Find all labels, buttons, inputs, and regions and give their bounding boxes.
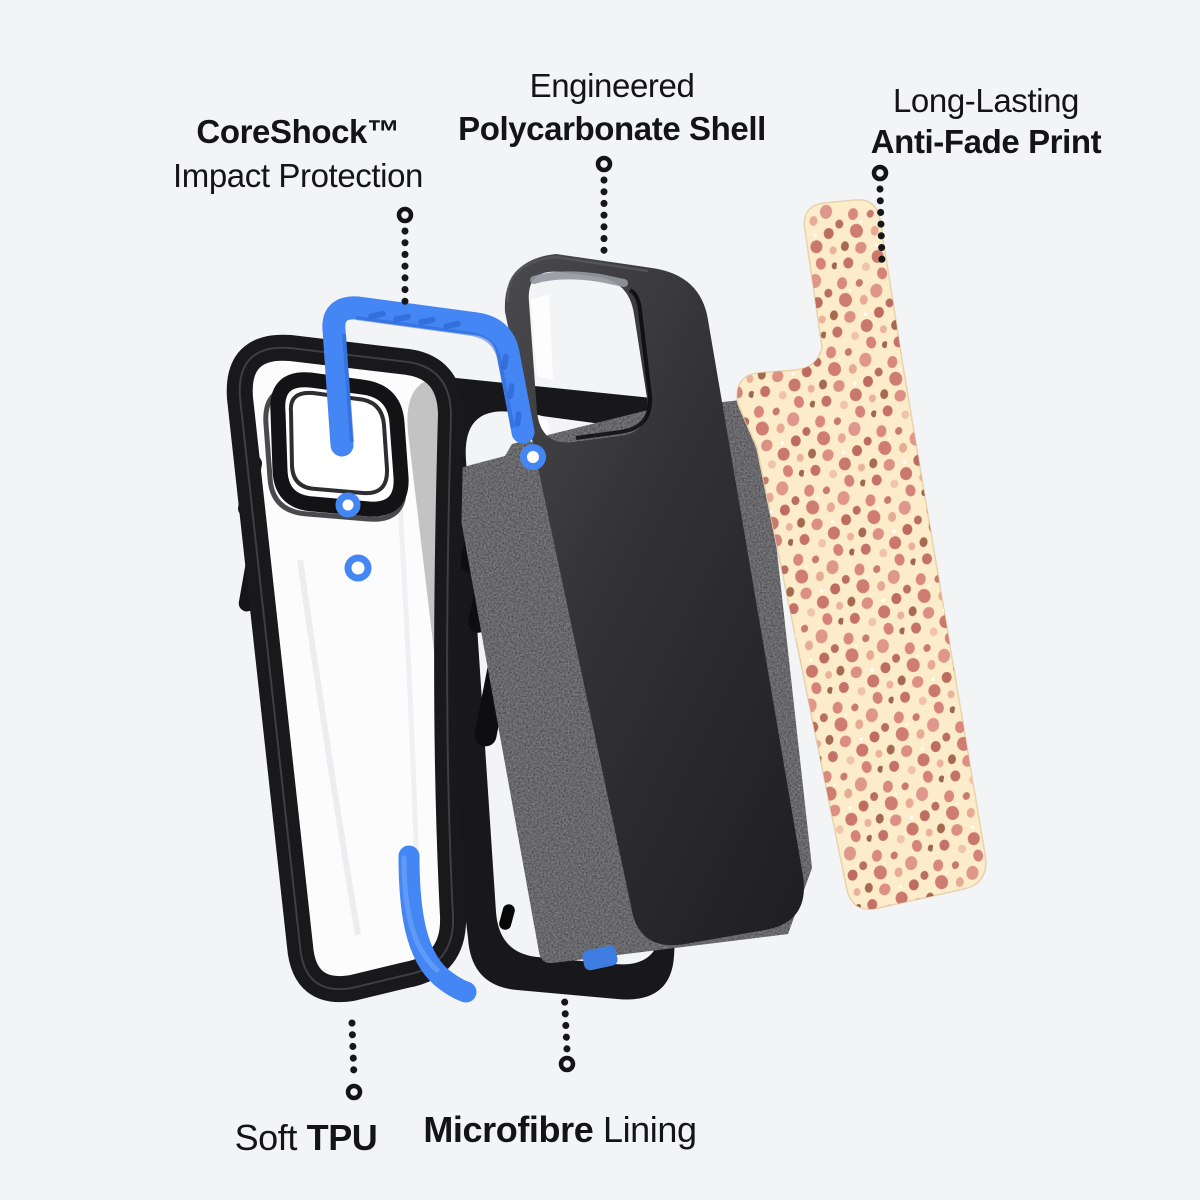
rail-top-band xyxy=(322,296,535,457)
bumper-lip xyxy=(238,346,455,991)
leader-ring xyxy=(396,206,414,224)
back-reflection xyxy=(297,559,361,936)
camera-ring-crease xyxy=(575,288,653,440)
inner-frame-body xyxy=(407,377,704,1000)
callout-tpu-label: Soft TPU xyxy=(235,1117,378,1158)
frame-bottom-cutouts xyxy=(499,864,517,930)
coreshock-rail xyxy=(322,296,546,1003)
rail-edge-shade xyxy=(342,333,354,443)
callout-antifade-line2: Anti-Fade Print xyxy=(871,123,1102,160)
rail-grip-ridges xyxy=(368,310,522,427)
printed-insert-layer xyxy=(736,199,987,910)
insert-dot-print xyxy=(737,199,986,910)
callout-antifade: Long-Lasting Anti-Fade Print xyxy=(871,82,1102,266)
leader-line xyxy=(876,185,886,266)
rail-edge-shade xyxy=(355,316,515,429)
callout-polycarbonate-line2: Polycarbonate Shell xyxy=(458,110,766,147)
leader-ring xyxy=(345,1083,363,1101)
rail-eyelet xyxy=(335,492,361,518)
callout-tpu: Soft TPU xyxy=(235,1019,378,1158)
leader-line xyxy=(348,1019,358,1082)
camera-cutout-inner-ring xyxy=(288,390,390,496)
camera-hole-gap xyxy=(531,294,553,380)
rail-bottom-highlight xyxy=(401,855,440,973)
leader-ring xyxy=(871,164,889,182)
leader-ring xyxy=(558,1055,576,1073)
shell-body xyxy=(504,254,804,946)
callout-coreshock-line2: Impact Protection xyxy=(173,157,423,194)
microfibre-blue-tab xyxy=(582,945,618,971)
callout-microfibre-label: Microfibre Lining xyxy=(423,1109,696,1150)
camera-ring-bevel xyxy=(530,271,628,287)
callout-antifade-line1: Long-Lasting xyxy=(893,82,1079,119)
callout-coreshock-line1: CoreShock™ xyxy=(196,113,399,150)
rail-eyelet xyxy=(344,554,372,582)
callout-coreshock: CoreShock™ Impact Protection xyxy=(173,113,423,310)
callout-microfibre: Microfibre Lining xyxy=(423,963,697,1150)
leader-ring xyxy=(595,155,613,173)
leader-line xyxy=(559,963,571,1054)
rail-eyelet xyxy=(520,444,546,470)
polycarbonate-shell-layer xyxy=(504,254,804,946)
callout-polycarbonate: Engineered Polycarbonate Shell xyxy=(458,67,766,255)
callout-polycarbonate-line1: Engineered xyxy=(530,67,695,104)
shell-top-sheen xyxy=(506,255,649,303)
